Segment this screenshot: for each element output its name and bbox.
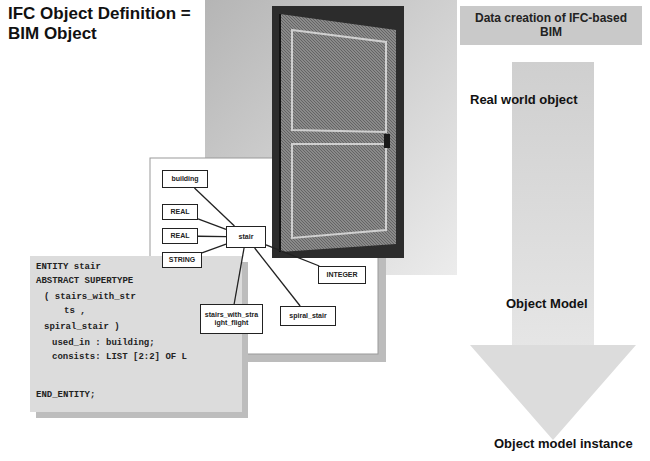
code-line: ts ,	[64, 306, 86, 316]
flow-arrow-head	[470, 345, 636, 440]
node-text: REAL	[170, 232, 189, 240]
node-text: building	[171, 175, 198, 183]
entity-box: stair	[226, 226, 266, 248]
stage-label: Object model instance	[494, 436, 633, 451]
code-line: ENTITY stair	[36, 262, 101, 272]
type-box: REAL	[162, 204, 198, 220]
code-line: spiral_stair )	[44, 322, 120, 332]
node-text: INTEGER	[326, 271, 357, 279]
type-box: STRING	[162, 252, 202, 268]
node-text: stair	[239, 233, 254, 241]
entity-box: building	[162, 170, 208, 188]
type-box: INTEGER	[318, 266, 366, 284]
code-panel	[30, 256, 242, 412]
code-line: ( stairs_with_str	[44, 292, 136, 302]
connector	[255, 248, 301, 306]
node-text: REAL	[170, 208, 189, 216]
connector	[234, 248, 244, 304]
connector	[266, 245, 319, 266]
code-line: ABSTRACT SUPERTYPE	[36, 276, 133, 286]
connector	[198, 219, 226, 230]
node-text: stairs_with_straight_flight	[204, 311, 259, 326]
code-line: consists: LIST [2:2] OF L	[52, 352, 187, 362]
code-line: used_in : building;	[52, 338, 155, 348]
subtype-box: stairs_with_straight_flight	[200, 304, 263, 334]
connector	[202, 244, 226, 253]
connector	[198, 236, 226, 237]
door-illustration	[272, 6, 404, 258]
stage-label: Object Model	[506, 296, 588, 311]
stage-label: Real world object	[470, 92, 578, 107]
node-text: spiral_stair	[289, 312, 326, 320]
node-text: STRING	[169, 256, 195, 264]
type-box: REAL	[162, 228, 198, 244]
code-line: END_ENTITY;	[36, 390, 95, 400]
node-text: Data creation of IFC-based BIM	[468, 11, 634, 40]
title: IFC Object Definition = BIM Object	[8, 4, 208, 45]
door-panel	[205, 0, 457, 275]
subtype-box: spiral_stair	[280, 306, 336, 326]
header-box: Data creation of IFC-based BIM	[460, 6, 642, 45]
